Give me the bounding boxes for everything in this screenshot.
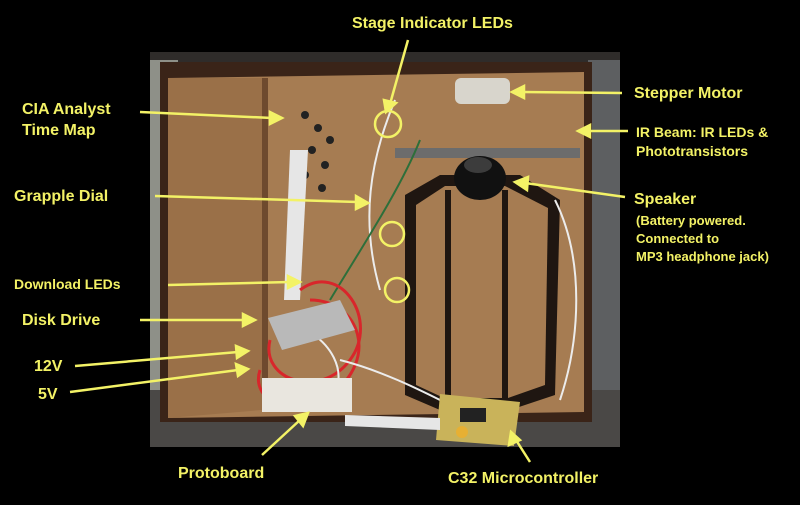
protoboard-body: [262, 378, 352, 412]
arrow-download: [167, 280, 291, 287]
label-speaker-note1: (Battery powered.: [636, 213, 746, 228]
label-ir-line2: Phototransistors: [636, 143, 749, 159]
label-speaker-note2: Connected to: [636, 231, 720, 246]
arrow-c32: [514, 439, 532, 463]
arrow-stage-leds: [388, 39, 410, 105]
label-c32-microcontroller: C32 Microcontroller: [448, 470, 599, 487]
annotation-arrows: [69, 39, 628, 463]
disk-drive-body: [268, 300, 355, 350]
arrow-cia: [139, 110, 273, 120]
label-grapple-dial: Grapple Dial: [14, 188, 109, 205]
label-ir-line1: IR Beam: IR LEDs &: [636, 124, 769, 140]
arrow-grapple: [154, 194, 359, 204]
arrow-5v: [69, 368, 239, 394]
lab-equipment-right: [588, 60, 620, 390]
label-download-leds: Download LEDs: [14, 276, 121, 292]
arrow-stepper: [521, 90, 623, 95]
highlight-circle-3: [383, 276, 411, 304]
ribbon-cable: [284, 150, 308, 300]
label-12v: 12V: [34, 358, 63, 375]
panel-edge: [262, 78, 268, 408]
time-map-leds: [301, 111, 334, 192]
ir-beam-rail: [395, 148, 580, 158]
label-5v: 5V: [38, 386, 58, 403]
label-speaker: Speaker: [634, 191, 697, 208]
label-cia-line1: CIA Analyst: [22, 101, 111, 118]
label-speaker-note3: MP3 headphone jack): [636, 249, 769, 264]
label-protoboard: Protoboard: [178, 465, 265, 482]
left-side-panel: [168, 78, 262, 418]
arrow-protoboard: [261, 419, 301, 456]
label-disk-drive: Disk Drive: [22, 312, 101, 329]
label-cia-line2: Time Map: [22, 122, 96, 139]
label-stage-indicator-leds: Stage Indicator LEDs: [352, 15, 513, 32]
arrow-12v: [74, 350, 239, 368]
tower-panel: [416, 186, 548, 398]
stepper-motor-body: [455, 78, 510, 104]
highlight-circle-2: [378, 220, 406, 248]
label-stepper-motor: Stepper Motor: [634, 85, 743, 102]
arrow-speaker: [524, 181, 626, 199]
